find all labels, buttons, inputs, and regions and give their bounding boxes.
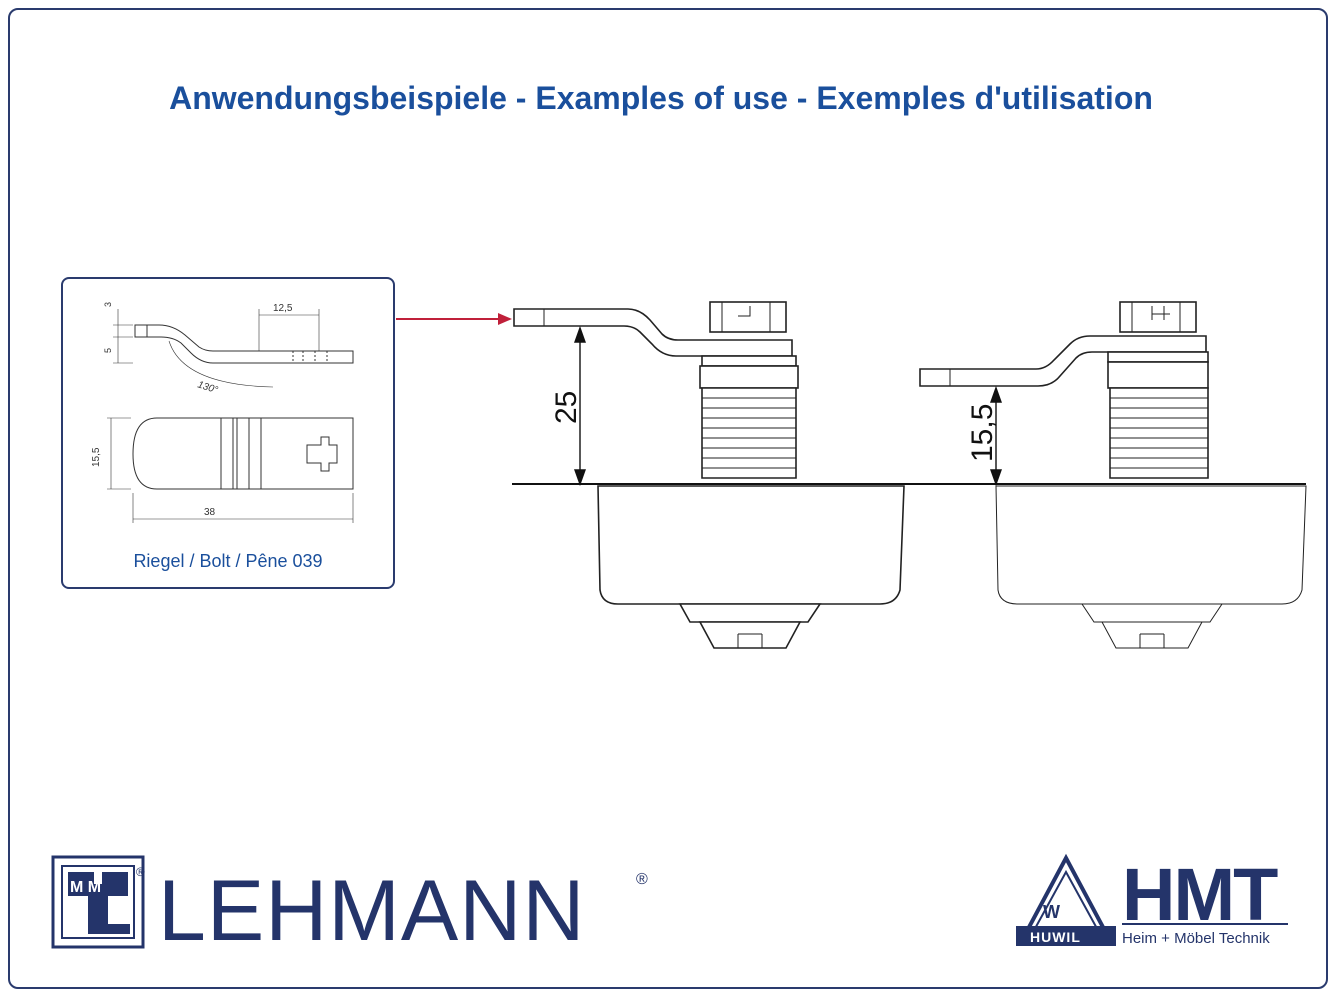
bolt-detail-panel: 3 5 12,5 130° 15,5 38 Riegel / Bolt / Pê…: [61, 277, 395, 589]
bolt-top-outline: [132, 417, 354, 490]
bolt-caption: Riegel / Bolt / Pêne 039: [133, 551, 323, 571]
dim-12-5-label: 12,5: [273, 303, 293, 314]
page-title: Anwendungsbeispiele - Examples of use - …: [169, 80, 1153, 116]
dim-angle-label: 130°: [196, 379, 219, 396]
dim-38-label: 38: [204, 507, 216, 518]
outer-frame: [8, 8, 1328, 989]
bolt-side-outline: [134, 324, 354, 364]
dim-5-label: 5: [103, 348, 113, 353]
bolt-detail-drawing: 3 5 12,5 130° 15,5 38: [91, 302, 354, 523]
dim-3-label: 3: [103, 302, 113, 307]
dim-15-5-label: 15,5: [91, 447, 102, 467]
bolt-keyhole: [306, 436, 338, 472]
